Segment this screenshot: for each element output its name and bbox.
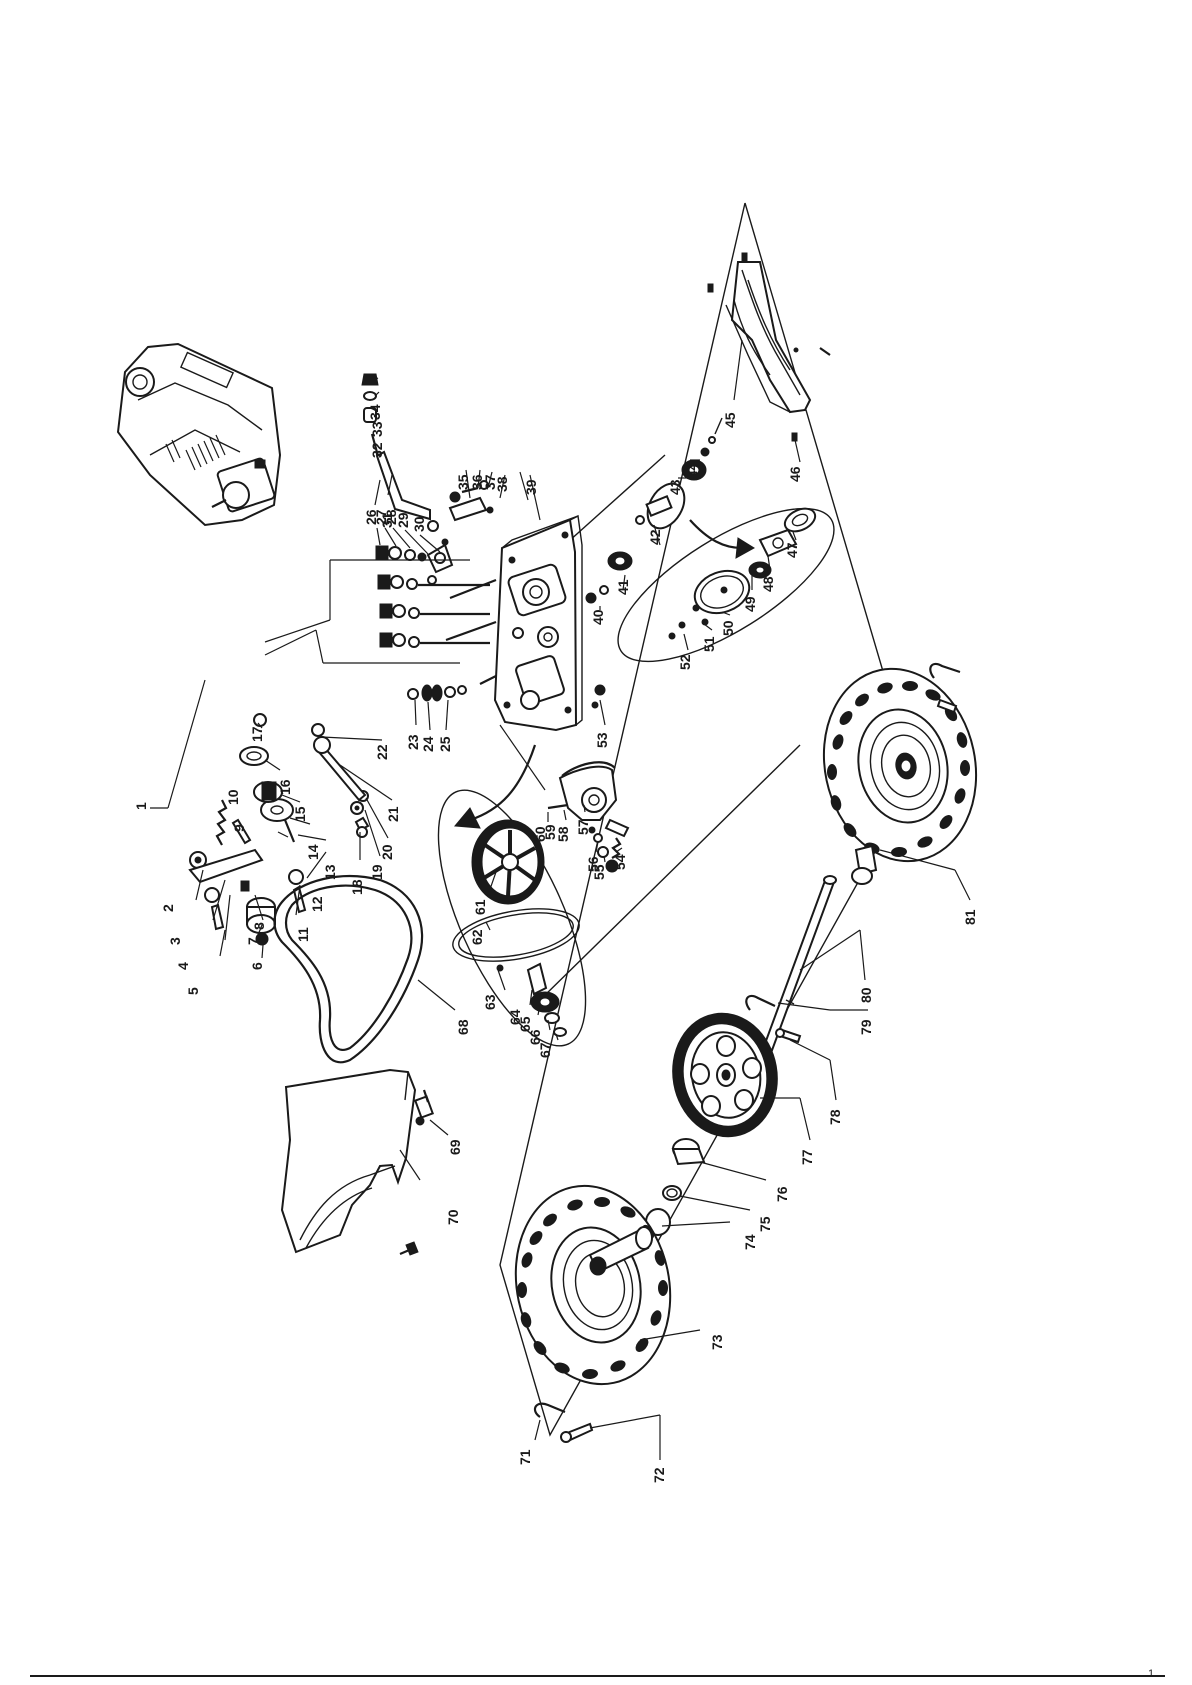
part-label: 17 <box>249 726 265 742</box>
part-label: 12 <box>309 896 325 912</box>
page-number: 1 <box>1148 1668 1154 1680</box>
part-label: 2 <box>160 904 176 912</box>
part-label: 69 <box>447 1139 463 1155</box>
part-label: 68 <box>455 1019 471 1035</box>
part-label: 80 <box>858 987 874 1003</box>
part-label: 53 <box>594 732 610 748</box>
part-label: 79 <box>858 1019 874 1035</box>
part-label: 75 <box>757 1216 773 1232</box>
part-label: 71 <box>517 1449 533 1465</box>
part-label: 40 <box>590 609 606 625</box>
gearbox-icon <box>446 516 582 730</box>
part-label: 34 <box>367 404 383 420</box>
part-label: 42 <box>647 529 663 545</box>
part-label: 57 <box>575 819 591 835</box>
part-label: 1 <box>133 802 149 810</box>
hub-spacer-icon <box>646 1139 704 1235</box>
part-label: 21 <box>385 806 401 822</box>
part-label: 41 <box>615 579 631 595</box>
page-footer-rule <box>30 1675 1165 1677</box>
part-label: 50 <box>720 620 736 636</box>
part-label: 62 <box>469 929 485 945</box>
wheel-icon <box>498 1171 688 1398</box>
part-label: 45 <box>722 412 738 428</box>
part-label: 61 <box>472 899 488 915</box>
part-label: 31 <box>379 512 395 528</box>
part-label: 13 <box>322 864 338 880</box>
part-label: 72 <box>651 1467 667 1483</box>
part-label: 63 <box>482 994 498 1010</box>
part-label: 46 <box>787 466 803 482</box>
part-label: 49 <box>742 596 758 612</box>
part-label: 73 <box>709 1334 725 1350</box>
part-label: 43 <box>667 479 683 495</box>
part-label: 52 <box>677 654 693 670</box>
fastener-53-icon <box>595 685 605 695</box>
part-label: 30 <box>411 516 427 532</box>
part-label: 3 <box>167 937 183 945</box>
output-shaft-detail <box>586 418 856 690</box>
part-label: 10 <box>225 789 241 805</box>
part-label: 7 <box>245 937 261 945</box>
part-label: 51 <box>701 636 717 652</box>
part-label: 74 <box>742 1234 758 1250</box>
part-label: 4 <box>175 962 191 970</box>
part-label: 20 <box>379 844 395 860</box>
part-label: 25 <box>437 736 453 752</box>
part-label: 70 <box>445 1209 461 1225</box>
part-label: 77 <box>799 1149 815 1165</box>
part-label: 76 <box>774 1186 790 1202</box>
part-label: 23 <box>405 734 421 750</box>
spacer-stack-icon <box>408 685 466 701</box>
wheel-icon <box>806 655 993 884</box>
part-label: 32 <box>369 442 385 458</box>
part-label: 14 <box>305 844 321 860</box>
part-label: 78 <box>827 1109 843 1125</box>
part-label: 47 <box>784 542 800 558</box>
part-label: 16 <box>277 779 293 795</box>
part-label: 18 <box>349 879 365 895</box>
part-label: 6 <box>249 962 265 970</box>
belt-cover-icon <box>282 1070 433 1255</box>
fastener-set-icon <box>312 724 368 837</box>
part-label: 56 <box>585 856 601 872</box>
sprocket-gear-icon <box>663 1005 787 1145</box>
engine-icon <box>118 344 280 525</box>
part-label: 33 <box>369 421 385 437</box>
part-label: 48 <box>760 576 776 592</box>
part-label: 24 <box>420 736 436 752</box>
part-label: 39 <box>523 479 539 495</box>
part-label: 5 <box>185 987 201 995</box>
part-label: 15 <box>292 806 308 822</box>
part-label: 67 <box>537 1042 553 1058</box>
part-label: 60 <box>532 826 548 842</box>
part-label: 44 <box>684 462 700 478</box>
bolt-washer-row-icon <box>376 521 490 647</box>
part-label: 8 <box>251 922 267 930</box>
part-label: 9 <box>231 824 247 832</box>
part-label: 22 <box>374 744 390 760</box>
hub-flange-icon <box>636 477 692 535</box>
part-label: 54 <box>612 854 628 870</box>
part-label: 19 <box>369 864 385 880</box>
part-label: 81 <box>962 909 978 925</box>
part-label: 29 <box>395 512 411 528</box>
part-label: 38 <box>494 476 510 492</box>
part-label: 11 <box>295 927 311 942</box>
